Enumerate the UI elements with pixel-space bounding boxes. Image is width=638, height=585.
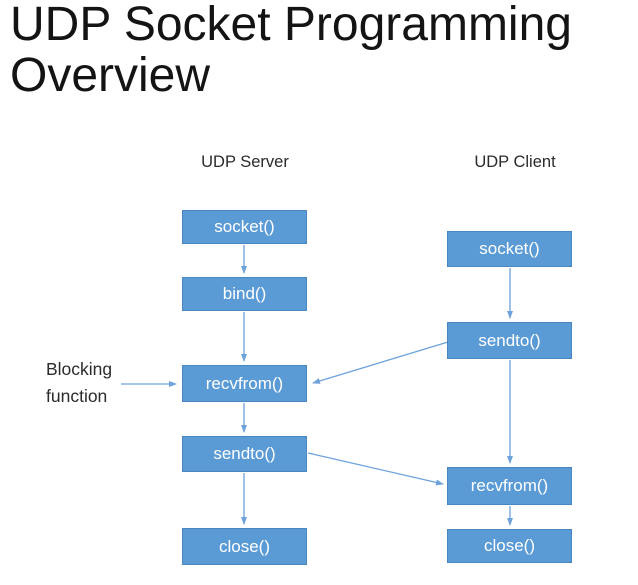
client-socket-box: socket() — [447, 231, 572, 267]
column-header-udp-client: UDP Client — [474, 153, 556, 171]
server-bind-box: bind() — [182, 277, 307, 311]
server-recvfrom-box: recvfrom() — [182, 365, 307, 402]
server-socket-box: socket() — [182, 210, 307, 244]
server-sendto-box: sendto() — [182, 436, 307, 472]
client-close-box: close() — [447, 529, 572, 563]
column-header-udp-server: UDP Server — [201, 153, 289, 171]
arrow-client-sendto-to-server-recvfrom — [312, 341, 449, 384]
arrow-server-sendto-to-client-recvfrom — [307, 452, 444, 486]
client-recvfrom-box: recvfrom() — [447, 467, 572, 505]
client-sendto-box: sendto() — [447, 322, 572, 359]
server-close-box: close() — [182, 528, 307, 565]
page-title: UDP Socket Programming Overview — [10, 0, 572, 102]
blocking-function-label: Blocking function — [46, 359, 113, 407]
